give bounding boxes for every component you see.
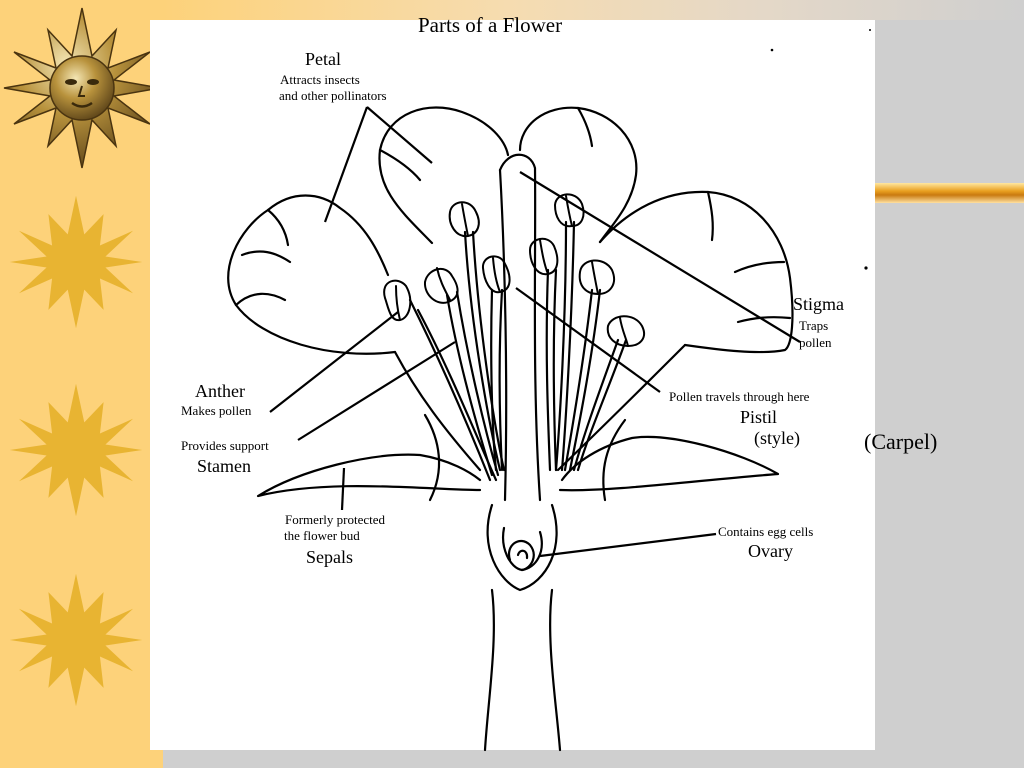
sepal-left [256, 453, 482, 498]
diagram-panel [150, 20, 875, 750]
label-stigma: Stigma [793, 294, 845, 314]
label-filament-desc: Provides support [181, 438, 269, 453]
label-petal: Petal [305, 49, 341, 69]
petal-right-back [518, 106, 638, 244]
style [498, 153, 542, 502]
petal-left [227, 194, 397, 355]
label-ovary-desc: Contains egg cells [718, 524, 814, 539]
label-stigma-desc-1: Traps [799, 318, 829, 333]
accent-bar [875, 183, 1024, 203]
label-petal-desc-1: Attracts insects [280, 72, 360, 87]
label-pistil: Pistil [740, 407, 778, 427]
label-anther-desc: Makes pollen [181, 403, 252, 418]
label-stamen: Stamen [197, 456, 251, 476]
petal-right [598, 190, 794, 354]
ovary-wall [486, 503, 558, 592]
leader-lines [269, 106, 801, 558]
sepal-right [558, 435, 780, 492]
flower-stalk [483, 588, 495, 752]
label-style-desc: Pollen travels through here [669, 389, 810, 404]
label-sepals-desc-1: Formerly protected [285, 512, 385, 527]
petal-left-back [378, 106, 510, 245]
top-gradient-bar [163, 0, 1024, 20]
label-style: (style) [754, 428, 800, 448]
label-carpel: (Carpel) [864, 429, 938, 454]
ovule [507, 539, 535, 572]
label-petal-desc-2: and other pollinators [279, 88, 387, 103]
label-sepals: Sepals [306, 547, 353, 567]
sun-icon [9, 573, 143, 707]
label-anther: Anther [195, 381, 245, 401]
sun-icon [9, 195, 143, 329]
diagram-title: Parts of a Flower [418, 13, 563, 37]
sun-face-icon [3, 7, 161, 169]
flower-drawing [227, 106, 794, 752]
label-ovary: Ovary [748, 541, 793, 561]
sun-icon [9, 383, 143, 517]
label-stigma-desc-2: pollen [799, 335, 832, 350]
label-sepals-desc-2: the flower bud [284, 528, 360, 543]
anther-group [383, 193, 646, 347]
